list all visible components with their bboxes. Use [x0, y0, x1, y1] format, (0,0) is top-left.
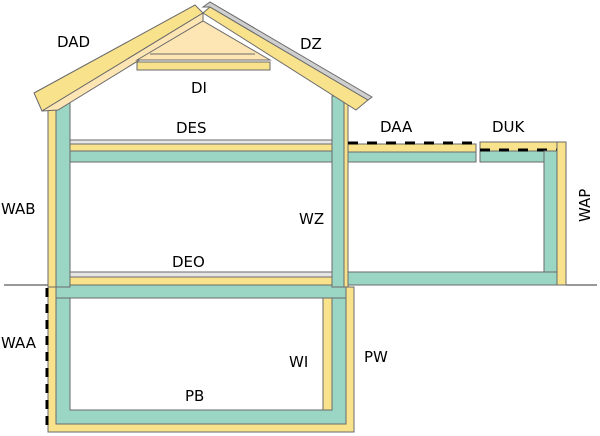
partition-wall-structure	[331, 95, 345, 288]
label-daa: DAA	[380, 118, 413, 136]
attic-ceiling-insulation	[136, 61, 271, 71]
label-pb: PB	[185, 387, 204, 405]
label-wap: WAP	[576, 189, 594, 222]
label-wz: WZ	[299, 210, 324, 228]
label-di: DI	[191, 79, 207, 97]
upper-ceiling-screed	[69, 139, 333, 145]
partition-wall-insulation	[343, 95, 349, 288]
ground-floor-insulation	[69, 276, 333, 286]
upper-ceiling-slab	[69, 150, 333, 163]
label-pw: PW	[364, 348, 388, 366]
label-dz: DZ	[300, 35, 322, 53]
ground-floor-screed	[69, 271, 333, 278]
attic-collar-truss	[135, 20, 272, 61]
upper-ceiling-insulation	[69, 143, 333, 152]
annex-roof-insulation	[347, 143, 477, 153]
annex-wall-structure	[543, 150, 558, 286]
left-wall-structure	[55, 95, 71, 288]
label-dad: DAD	[57, 33, 90, 51]
basement-room	[69, 297, 333, 411]
label-duk: DUK	[492, 118, 526, 136]
ground-floor-slab-structure	[55, 284, 347, 299]
basement-inner-wall-insulation	[322, 297, 333, 411]
label-wi: WI	[289, 353, 308, 371]
label-des: DES	[176, 119, 207, 137]
roof-right-membrane	[201, 1, 373, 101]
label-waa: WAA	[1, 334, 37, 352]
left-wall-insulation	[47, 95, 57, 288]
annex-floor-slab	[347, 271, 558, 286]
label-wab: WAB	[1, 200, 36, 218]
annex-wall-insulation	[556, 141, 567, 286]
label-deo: DEO	[172, 253, 205, 271]
annex-roof-slab	[347, 151, 477, 163]
